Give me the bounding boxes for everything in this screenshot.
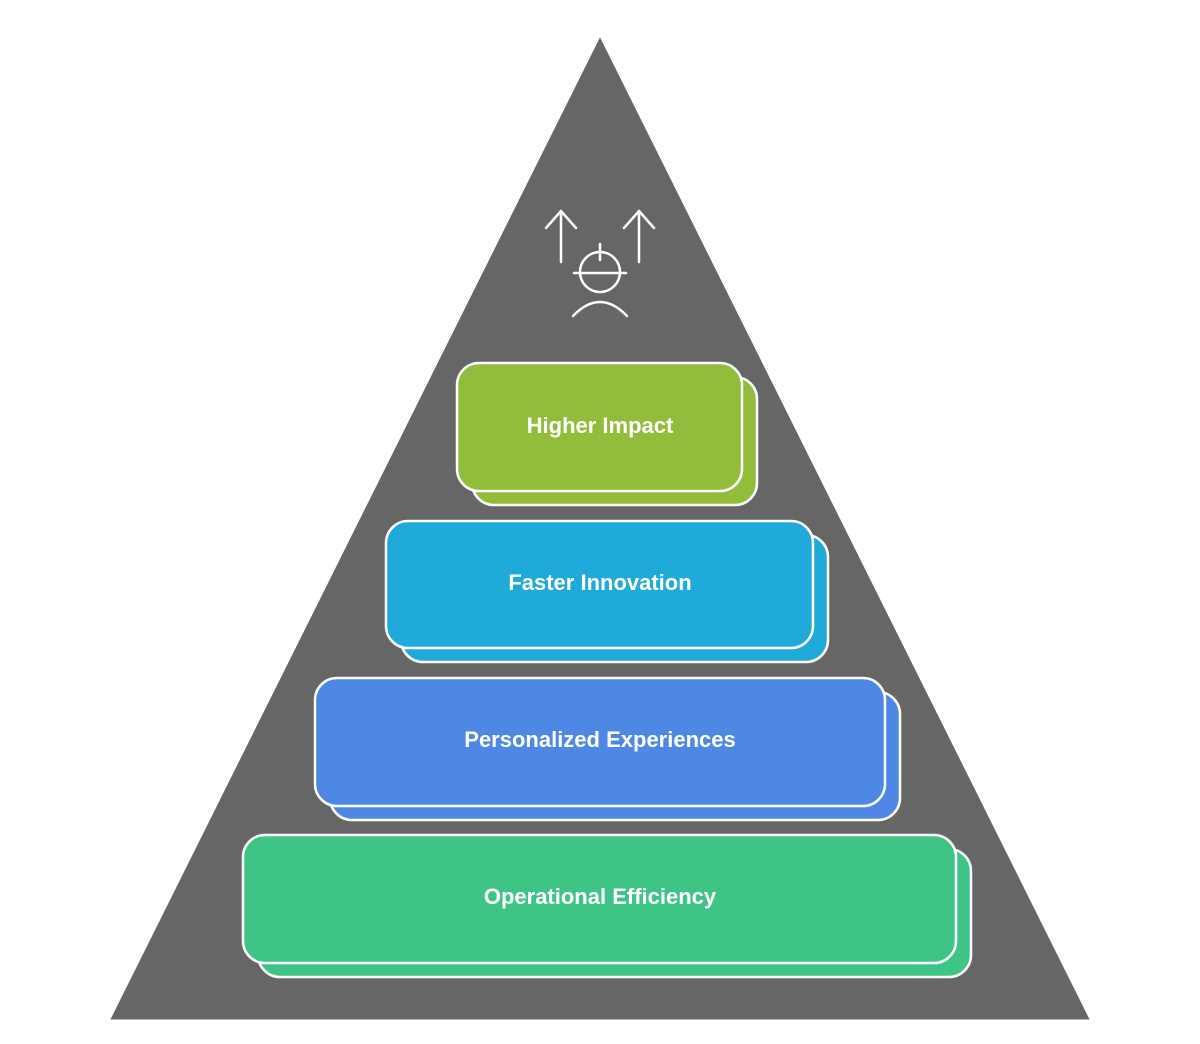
layer-personalized-experiences: Personalized Experiences: [313, 676, 902, 822]
layer-higher-impact: Higher Impact: [455, 361, 759, 507]
layer-card: [313, 676, 887, 808]
layer-operational-efficiency: Operational Efficiency: [241, 833, 973, 979]
layer-card: [384, 519, 815, 650]
worker-with-up-arrows-icon: [544, 209, 656, 318]
layer-label: Operational Efficiency: [484, 884, 717, 909]
layer-label: Faster Innovation: [508, 570, 691, 595]
layer-label: Higher Impact: [527, 413, 674, 438]
layer-faster-innovation: Faster Innovation: [384, 519, 830, 664]
layer-card: [241, 833, 958, 965]
layer-label: Personalized Experiences: [464, 727, 735, 752]
layer-card: [455, 361, 744, 493]
